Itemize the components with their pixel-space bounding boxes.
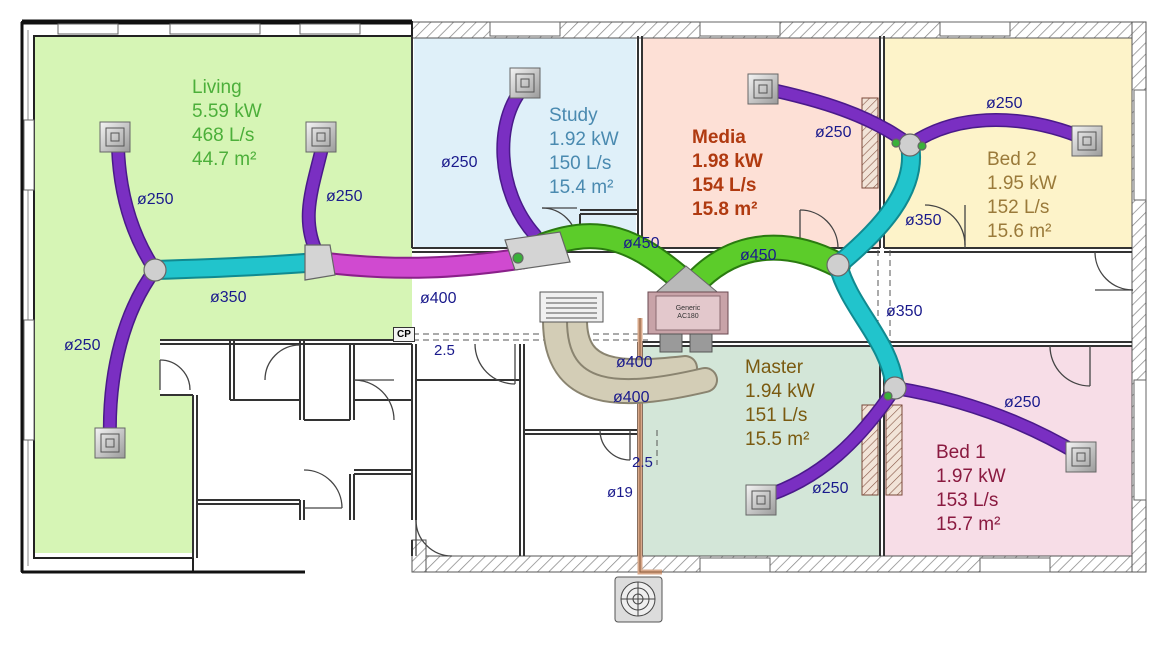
- cp-run-length: 2.5: [434, 342, 455, 359]
- room-load: 1.95 kW: [987, 173, 1057, 194]
- room-area: 15.5 m²: [745, 429, 810, 450]
- room-load: 1.97 kW: [936, 466, 1006, 487]
- room-label-study: Study 1.92 kW 150 L/s 15.4 m²: [549, 104, 619, 200]
- room-flow: 153 L/s: [936, 490, 999, 511]
- room-area: 15.6 m²: [987, 221, 1052, 242]
- outer-walls: [20, 19, 1147, 574]
- room-name: Bed 1: [936, 442, 986, 463]
- duct-size-return-1: ø400: [616, 354, 653, 371]
- duct-size-media: ø250: [815, 124, 852, 141]
- room-area: 15.7 m²: [936, 514, 1001, 535]
- media-room-fill: [642, 38, 880, 248]
- room-name: Media: [692, 127, 746, 148]
- room-load: 1.92 kW: [549, 129, 619, 150]
- ceiling-diffusers: [94, 67, 1103, 516]
- room-flow: 154 L/s: [692, 175, 757, 196]
- control-panel: CP: [393, 327, 415, 342]
- room-flow: 151 L/s: [745, 405, 808, 426]
- duct-size-living-trunk: ø350: [210, 289, 247, 306]
- room-flow: 150 L/s: [549, 153, 612, 174]
- duct-size-study: ø250: [441, 154, 478, 171]
- room-load: 1.98 kW: [692, 151, 763, 172]
- room-load: 1.94 kW: [745, 381, 815, 402]
- duct-size-living-left-upper: ø250: [137, 191, 174, 208]
- diffuser-bed1: [1065, 441, 1097, 473]
- door-swings: [159, 204, 1134, 557]
- duct-size-right-down: ø350: [886, 303, 923, 320]
- duct-size-trunk-left: ø450: [623, 235, 660, 252]
- room-area: 15.8 m²: [692, 199, 758, 220]
- return-air-grille: [539, 291, 604, 323]
- room-label-living: Living 5.59 kW 468 L/s 44.7 m²: [192, 76, 262, 172]
- indoor-ac-unit: [647, 265, 729, 353]
- duct-size-master: ø250: [812, 480, 849, 497]
- duct-fittings: [143, 133, 927, 401]
- ac-unit-brand: Generic: [675, 305, 701, 312]
- room-flow: 152 L/s: [987, 197, 1050, 218]
- room-label-master: Master 1.94 kW 151 L/s 15.5 m²: [745, 356, 815, 452]
- diffuser-master: [745, 484, 777, 516]
- ac-unit-label: Generic AC180: [658, 305, 718, 321]
- duct-size-return-2: ø400: [613, 389, 650, 406]
- room-name: Living: [192, 77, 242, 98]
- ac-unit-model: AC180: [677, 313, 699, 320]
- drain-size: ø19: [607, 484, 633, 501]
- duct-size-trunk-right: ø450: [740, 247, 777, 264]
- room-area: 44.7 m²: [192, 149, 257, 170]
- room-flow: 468 L/s: [192, 125, 255, 146]
- duct-size-bed2: ø250: [986, 95, 1023, 112]
- room-label-bed2: Bed 2 1.95 kW 152 L/s 15.6 m²: [987, 148, 1057, 244]
- room-name: Master: [745, 357, 804, 378]
- room-area: 15.4 m²: [549, 177, 614, 198]
- return-ducts: [542, 307, 718, 405]
- duct-size-living-lower: ø250: [64, 337, 101, 354]
- diffuser-living-lower: [94, 427, 126, 459]
- room-load: 5.59 kW: [192, 101, 262, 122]
- duct-size-bed1: ø250: [1004, 394, 1041, 411]
- diffuser-study: [509, 67, 541, 99]
- diffuser-media: [747, 73, 779, 105]
- duct-size-bed2-riser: ø350: [905, 212, 942, 229]
- bed1-cabinet: [885, 404, 903, 496]
- duct-size-main-trunk: ø400: [420, 290, 457, 307]
- outdoor-condenser: [614, 576, 663, 623]
- supply-ducts: [102, 81, 1095, 505]
- room-name: Bed 2: [987, 149, 1037, 170]
- room-name: Study: [549, 105, 598, 126]
- duct-size-living-right-upper: ø250: [326, 188, 363, 205]
- diffuser-bed2: [1071, 125, 1103, 157]
- diffuser-living-upper-right: [305, 121, 337, 153]
- diffuser-living-upper-left: [99, 121, 131, 153]
- room-label-bed1: Bed 1 1.97 kW 153 L/s 15.7 m²: [936, 441, 1006, 537]
- drain-run-length: 2.5: [632, 454, 653, 471]
- room-label-media: Media 1.98 kW 154 L/s 15.8 m²: [692, 126, 763, 222]
